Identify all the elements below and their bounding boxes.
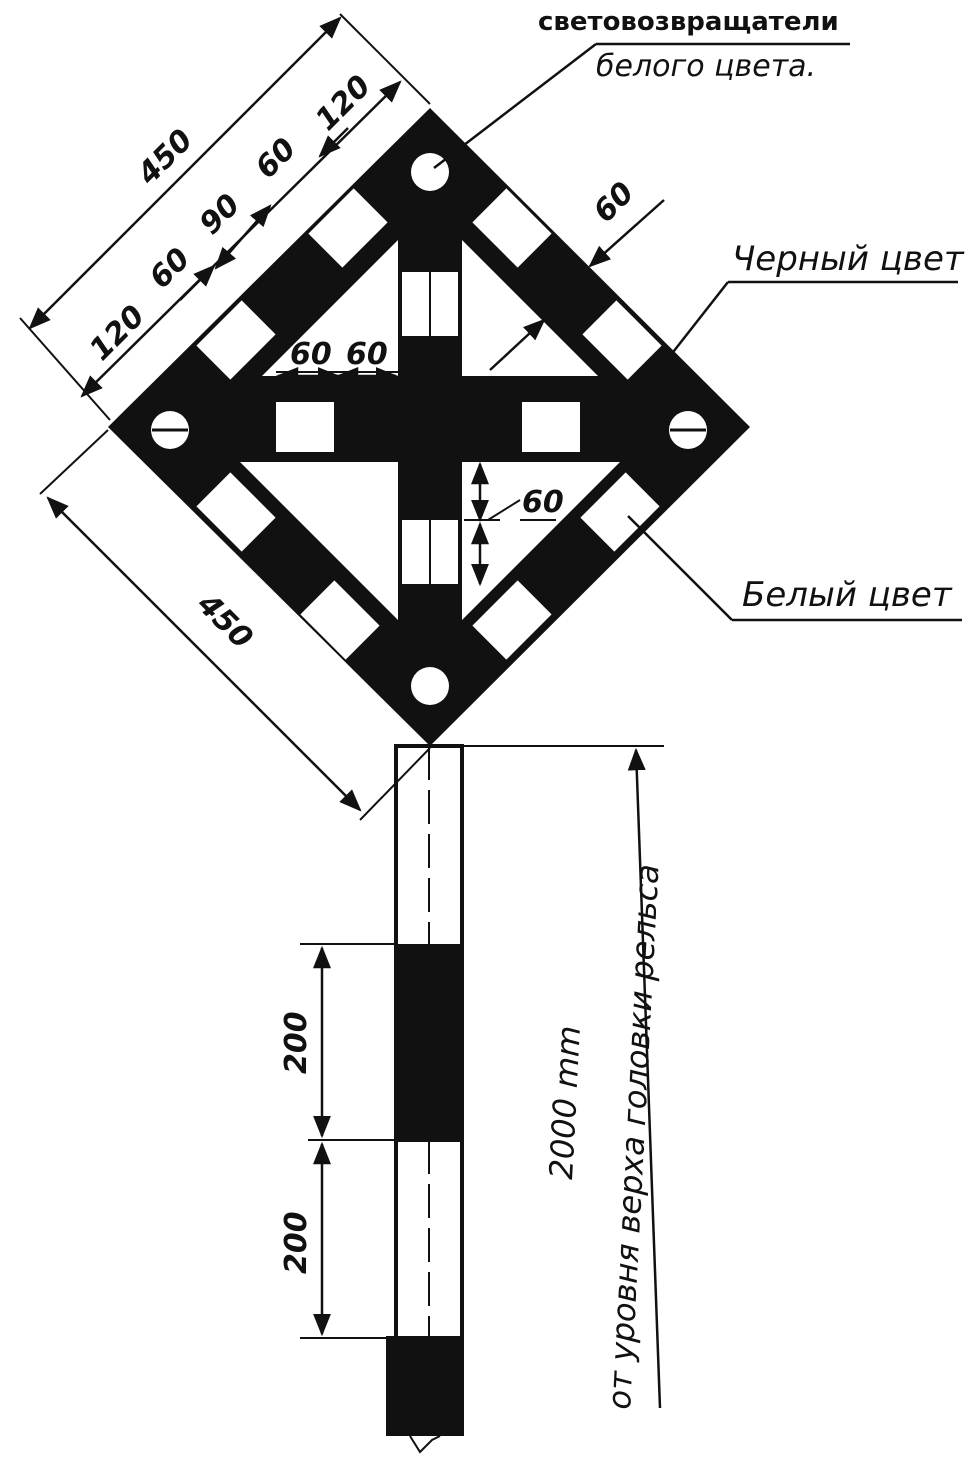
- dim-120-b: 120: [309, 69, 378, 138]
- dim-450-top: 450: [130, 123, 200, 193]
- reflector-label-1: световозвращатели: [538, 7, 839, 37]
- opening-bottom-right: [462, 462, 620, 620]
- white-leader: [627, 515, 733, 621]
- dim-450-bottom: 450: [190, 586, 260, 656]
- dim-200-top: 200: [279, 1011, 314, 1074]
- dim-90: 90: [193, 187, 247, 241]
- dim-60-cross-right: 60: [346, 337, 388, 372]
- dim-60-a: 60: [143, 241, 197, 295]
- post-black-segment-1: [394, 944, 464, 1140]
- white-color-label: Белый цвет: [742, 575, 953, 615]
- dim-200-bottom: 200: [279, 1211, 314, 1274]
- reflector-label-2: белого цвета.: [596, 49, 816, 84]
- reflector-leader: [433, 43, 597, 169]
- dim-60-cross-left: 60: [290, 337, 332, 372]
- dim-60-vertical: 60: [522, 485, 564, 520]
- reflector-top: [411, 153, 449, 191]
- reflectors: [151, 153, 707, 705]
- post-black-segment-2: [386, 1336, 464, 1436]
- post: [386, 744, 464, 1454]
- dim-60-b: 60: [249, 131, 303, 185]
- black-leader: [669, 281, 729, 357]
- dim-60-band: 60: [587, 175, 641, 229]
- dim-120-a: 120: [83, 299, 152, 368]
- diamond-sign: [108, 108, 750, 746]
- dimension-lines: [19, 13, 962, 1409]
- opening-top-right: [462, 240, 598, 376]
- diamond-outer: [108, 108, 750, 746]
- black-color-label: Черный цвет: [732, 239, 965, 279]
- reflector-bottom: [411, 667, 449, 705]
- height-label-1: 2000 mm: [542, 1025, 588, 1181]
